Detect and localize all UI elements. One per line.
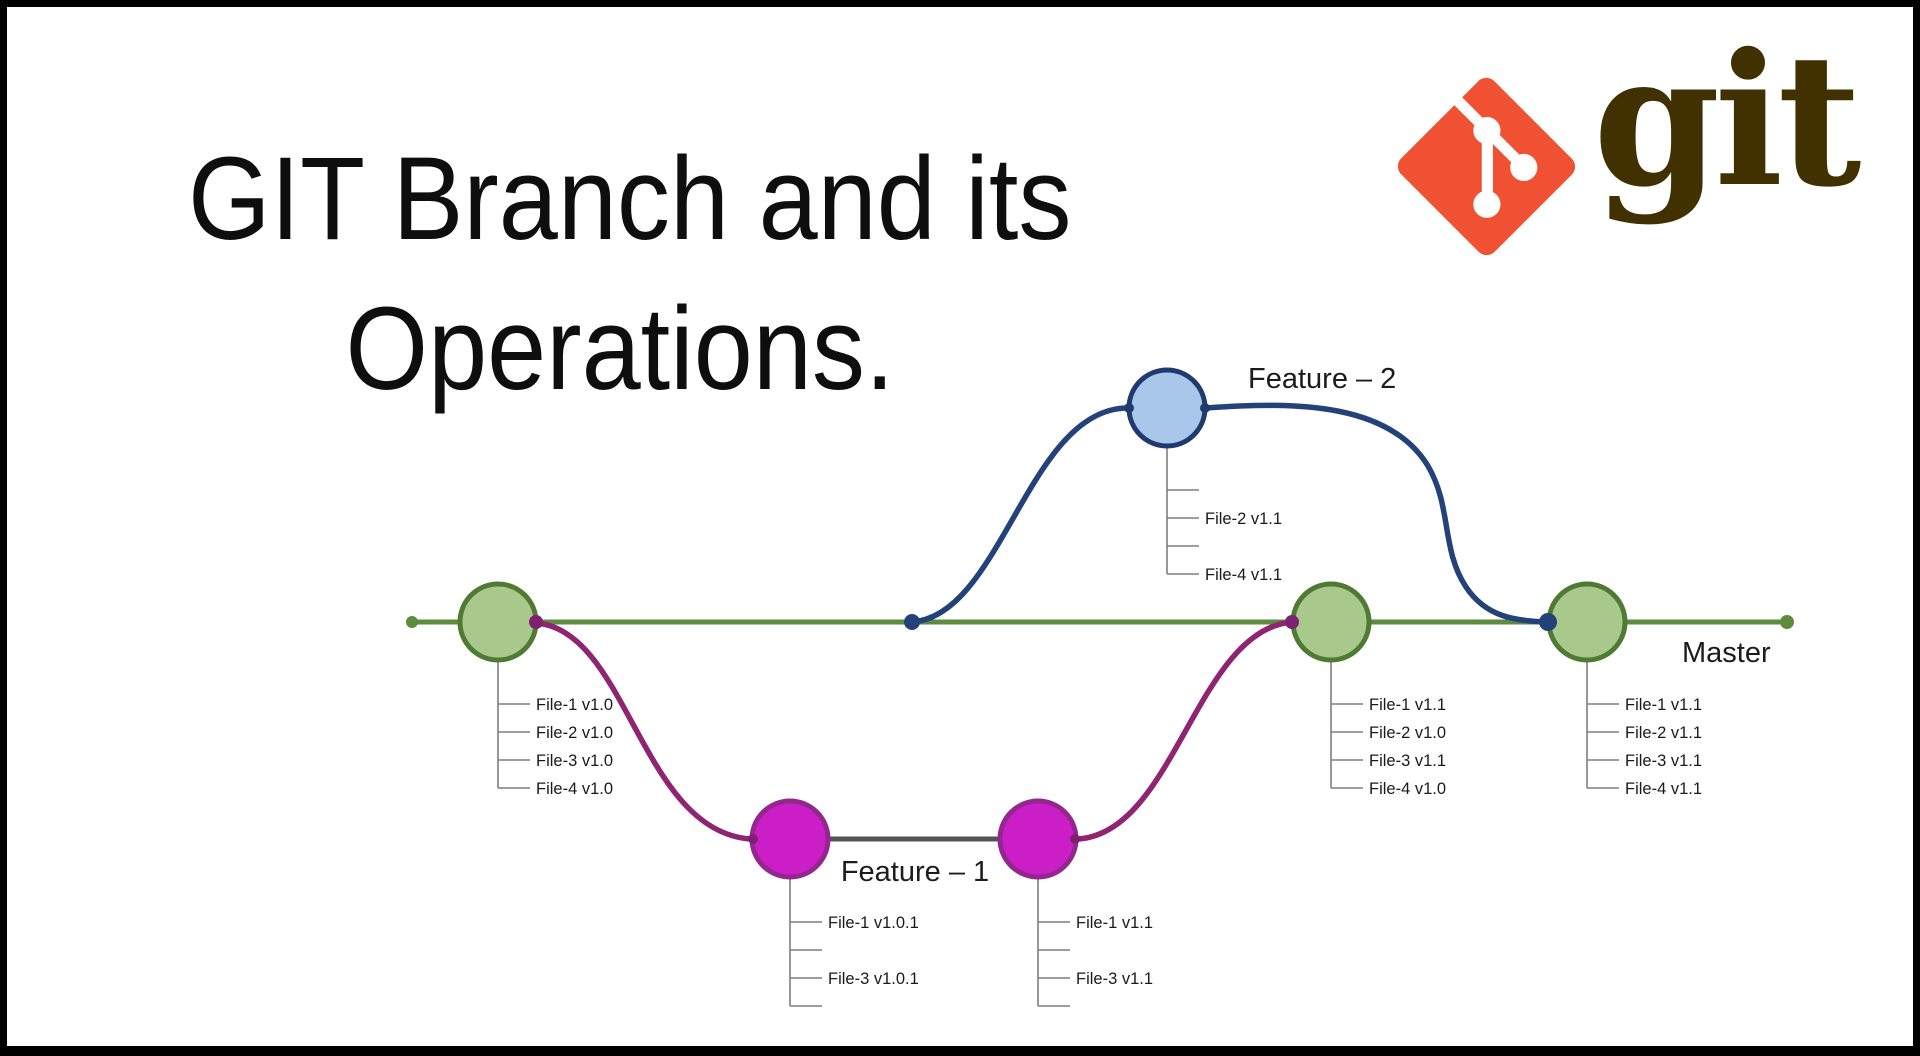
commit-node-master-merge1: [1290, 581, 1372, 663]
file-label: File-2 v1.1: [1205, 510, 1282, 528]
master-end-dot: [1780, 615, 1794, 629]
master-start-dot: [406, 616, 418, 628]
feature2-branch-label: Feature – 2: [1248, 363, 1396, 395]
git-wordmark: git: [1593, 13, 1861, 227]
commit-node-master-initial: [457, 581, 539, 663]
file-label: File-3 v1.1: [1076, 970, 1153, 988]
feature2-branch-out-curve: [909, 405, 1131, 625]
file-label: File-2 v1.0: [1369, 724, 1446, 742]
file-label: File-4 v1.0: [536, 780, 613, 798]
commit-files-master-final: File-1 v1.1 File-2 v1.1 File-3 v1.1 File…: [1586, 660, 1702, 798]
master-branch-label: Master: [1682, 637, 1771, 669]
file-label: File-4 v1.1: [1205, 566, 1282, 584]
commit-files-feature2-commit: File-2 v1.1 File-4 v1.1: [1166, 446, 1282, 584]
feature2-node-right-dot: [1200, 403, 1210, 413]
feature2-merge-point-dot: [1539, 613, 1557, 631]
file-label: File-3 v1.1: [1625, 752, 1702, 770]
commit-node-feature1-c1: [749, 798, 831, 880]
page-title: GIT Branch and its Operations.: [188, 124, 1072, 424]
commit-node-feature2: [1126, 367, 1208, 449]
title-line-1: GIT Branch and its: [188, 133, 1072, 265]
commit-files-feature1-commit1: File-1 v1.0.1 File-3 v1.0.1: [789, 877, 919, 1007]
title-line-2: Operations.: [345, 283, 895, 415]
file-label: File-1 v1.1: [1369, 696, 1446, 714]
feature2-node-left-dot: [1124, 403, 1134, 413]
feature1-branch-out-curve: [533, 620, 753, 842]
feature1-node1-edge-dot: [748, 834, 758, 844]
feature1-node2-edge-dot: [1070, 834, 1080, 844]
file-label: File-1 v1.1: [1625, 696, 1702, 714]
commit-files-master-initial: File-1 v1.0 File-2 v1.0 File-3 v1.0 File…: [497, 660, 613, 798]
commit-node-master-final: [1546, 581, 1628, 663]
feature1-merge-curve: [1075, 619, 1295, 842]
feature2-branch-point-dot: [904, 614, 920, 630]
feature1-branch-label: Feature – 1: [841, 856, 989, 888]
file-label: File-1 v1.1: [1076, 914, 1153, 932]
file-label: File-2 v1.0: [536, 724, 613, 742]
feature1-branch-point-dot: [529, 615, 543, 629]
file-label: File-1 v1.0: [536, 696, 613, 714]
file-label: File-4 v1.1: [1625, 780, 1702, 798]
file-label: File-4 v1.0: [1369, 780, 1446, 798]
file-label: File-3 v1.0.1: [828, 970, 919, 988]
git-diamond-shape: [1397, 77, 1576, 256]
file-label: File-3 v1.1: [1369, 752, 1446, 770]
commit-node-feature1-c2: [997, 798, 1079, 880]
feature1-merge-point-dot: [1285, 615, 1299, 629]
git-logo-icon: [1397, 77, 1576, 256]
commit-files-feature1-commit2: File-1 v1.1 File-3 v1.1: [1037, 877, 1153, 1007]
commit-files-master-merge1: File-1 v1.1 File-2 v1.0 File-3 v1.1 File…: [1330, 660, 1446, 798]
feature2-merge-curve: [1203, 402, 1550, 625]
file-label: File-2 v1.1: [1625, 724, 1702, 742]
file-label: File-3 v1.0: [536, 752, 613, 770]
file-label: File-1 v1.0.1: [828, 914, 919, 932]
